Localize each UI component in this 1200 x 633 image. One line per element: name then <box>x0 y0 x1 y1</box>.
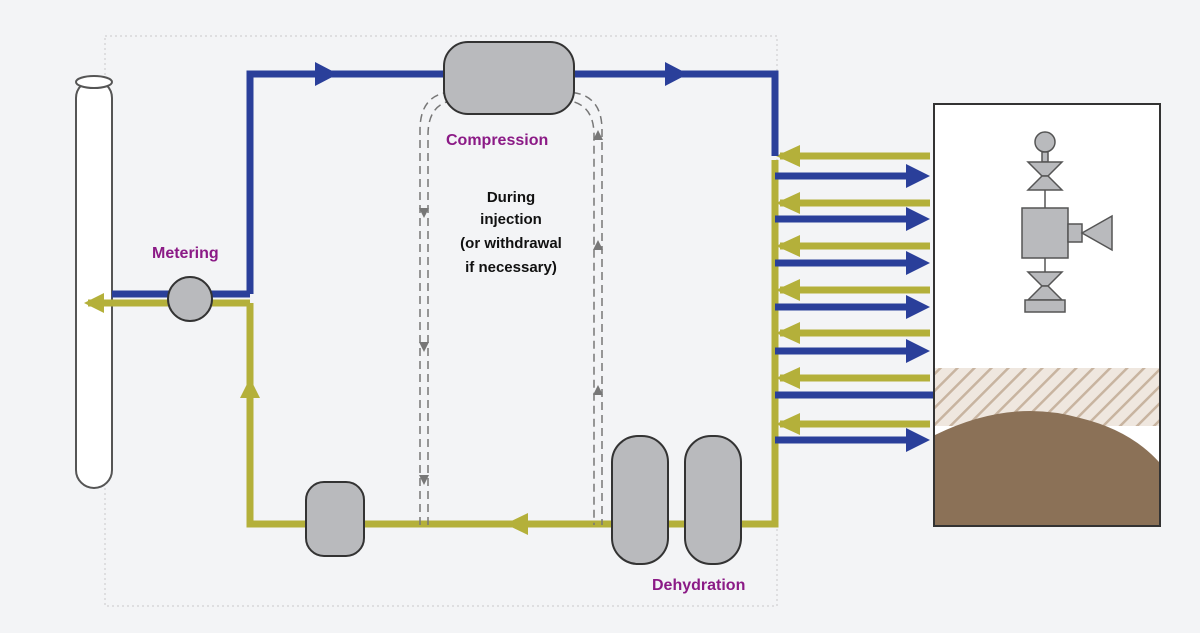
meter <box>167 276 213 322</box>
metering-label: Metering <box>152 245 219 262</box>
withdrawal-lines <box>88 152 1040 528</box>
reservoir-soil <box>935 410 1159 525</box>
dehydration-tower-2 <box>684 435 742 565</box>
transmission-pipeline <box>75 75 113 489</box>
withdrawal-arrowheads <box>84 145 1036 535</box>
dashed-flow-arrows <box>419 130 603 485</box>
operation-note-line-1: During <box>487 189 535 206</box>
compressor-vessel <box>443 41 575 115</box>
dehydration-tower-1 <box>611 435 669 565</box>
operation-note-line-3: (or withdrawal <box>460 235 562 252</box>
operation-note-line-4: if necessary) <box>465 259 557 276</box>
dehydration-label: Dehydration <box>652 577 745 594</box>
separator-vessel <box>305 481 365 557</box>
operation-note-line-2: injection <box>480 211 542 228</box>
dashed-flow-path <box>419 91 603 525</box>
wellhead <box>1021 131 1113 313</box>
compression-label: Compression <box>446 132 548 149</box>
